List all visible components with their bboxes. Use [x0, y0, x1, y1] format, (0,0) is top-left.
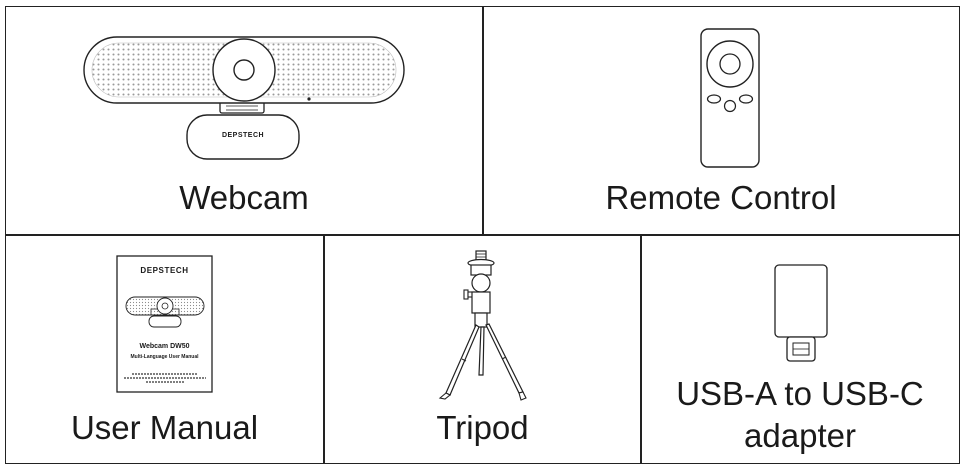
tripod-icon: [438, 250, 527, 401]
usb-adapter-icon: [774, 264, 828, 362]
manual-brand-text: DEPSTECH: [140, 266, 189, 275]
webcam-icon: [83, 36, 405, 160]
adapter-cell: USB-A to USB-C adapter: [641, 235, 959, 463]
user-manual-icon: [116, 255, 213, 393]
adapter-label-line2: adapter: [744, 417, 856, 454]
bottom-column-divider-2: [640, 234, 642, 463]
manual-title-text: Webcam DW50: [139, 343, 190, 350]
adapter-label-line1: USB-A to USB-C: [676, 375, 924, 412]
webcam-brand-text: DEPSTECH: [221, 132, 265, 139]
remote-control-cell: Remote Control: [483, 7, 959, 234]
tripod-label: Tripod: [436, 409, 529, 446]
tripod-cell: Tripod: [324, 235, 641, 463]
webcam-cell: DEPSTECH Webcam: [6, 7, 482, 234]
manual-subtitle-text: Multi-Language User Manual: [130, 354, 199, 360]
remote-control-icon: [700, 28, 760, 168]
remote-control-label: Remote Control: [605, 179, 837, 216]
webcam-label: Webcam: [179, 179, 309, 216]
user-manual-cell: DEPSTECH Webcam DW50 Multi-Language User…: [6, 235, 323, 463]
user-manual-label: User Manual: [70, 409, 259, 446]
bottom-column-divider-1: [323, 234, 325, 463]
top-column-divider: [482, 7, 484, 235]
package-contents-grid: DEPSTECH Webcam Remote Control: [5, 6, 960, 464]
